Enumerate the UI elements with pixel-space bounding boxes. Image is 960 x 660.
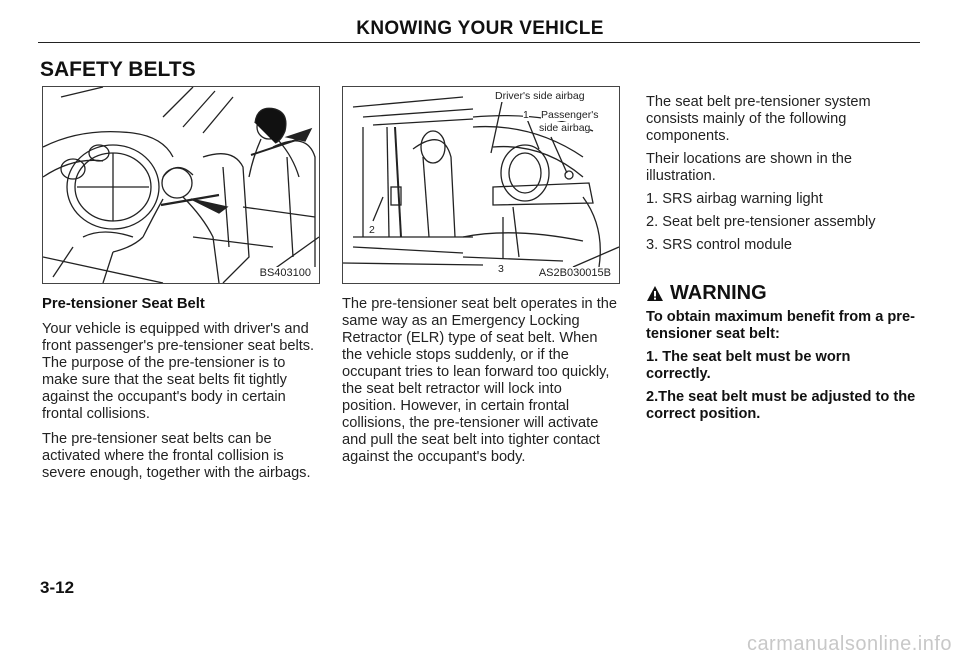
figure-airbag-locations: Driver's side airbag 1 Passenger's side … [342,86,620,284]
label-passenger-line1: Passenger's [541,109,599,121]
components-intro: The seat belt pre-tensioner system consi… [646,94,871,144]
warning-lead: To obtain maximum benefit from a pre-ten… [646,309,915,342]
label-driver-side-airbag: Driver's side airbag [495,90,585,102]
occupants-illustration [43,87,319,283]
left-paragraph-2: The pre-tensioner seat belts can be acti… [42,431,311,481]
section-title: SAFETY BELTS [40,58,196,81]
callout-3: 3 [498,263,504,275]
right-column: The seat belt pre-tensioner system consi… [646,94,916,429]
warning-item-2: 2.The seat belt must be adjusted to the … [646,389,916,422]
running-header: KNOWING YOUR VEHICLE [356,18,604,39]
warning-title-text: WARNING [670,282,767,304]
callout-2: 2 [369,224,375,236]
component-item-2: 2. Seat belt pre-tensioner assembly [646,214,876,230]
left-column-body: Your vehicle is equipped with driver's a… [42,321,320,482]
header-rule [38,42,920,43]
label-passenger-number: 1 [523,109,529,121]
component-item-1: 1. SRS airbag warning light [646,191,823,207]
label-passenger-line2: side airbag [539,122,591,134]
component-item-3: 3. SRS control module [646,237,793,253]
page-number: 3-12 [40,578,75,597]
airbag-location-illustration [343,96,619,268]
warning-box: WARNING To obtain maximum benefit from a… [646,282,916,423]
warning-triangle-icon [646,285,664,302]
locations-note: Their locations are shown in the illustr… [646,151,853,184]
left-column: Pre-tensioner Seat Belt Your vehicle is … [42,296,320,490]
middle-column: The pre-tensioner seat belt operates in … [342,296,620,474]
left-paragraph-1: Your vehicle is equipped with driver's a… [42,321,315,422]
watermark: carmanualsonline.info [746,633,952,655]
figure-occupants: BS403100 [42,86,320,284]
warning-title: WARNING [646,282,916,305]
warning-item-1: 1. The seat belt must be worn correctly. [646,349,851,382]
figure-code: BS403100 [257,267,313,279]
middle-paragraph-1: The pre-tensioner seat belt operates in … [342,296,618,465]
figure-code: AS2B030015B [536,267,613,279]
pretensioner-heading: Pre-tensioner Seat Belt [42,296,205,312]
